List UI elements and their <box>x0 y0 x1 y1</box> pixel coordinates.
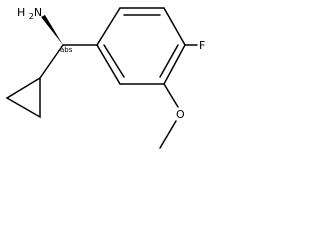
amine-label: H 2N <box>17 6 42 21</box>
oxygen-label: O <box>176 108 185 121</box>
molecule-structure: H 2N abs F O <box>5 6 205 149</box>
benzene-ring <box>96 7 186 85</box>
aromatic-inner-3 <box>103 44 125 78</box>
cyclopropyl-ring <box>5 76 41 119</box>
aromatic-inner-2 <box>159 44 179 78</box>
fluoro-label: F <box>199 39 205 52</box>
bond-chiral-cyclopropyl <box>39 44 64 79</box>
bond-co <box>163 83 179 108</box>
bond-o-methyl <box>159 120 177 149</box>
stereo-label: abs <box>60 46 73 54</box>
wedge-bond <box>41 15 63 45</box>
